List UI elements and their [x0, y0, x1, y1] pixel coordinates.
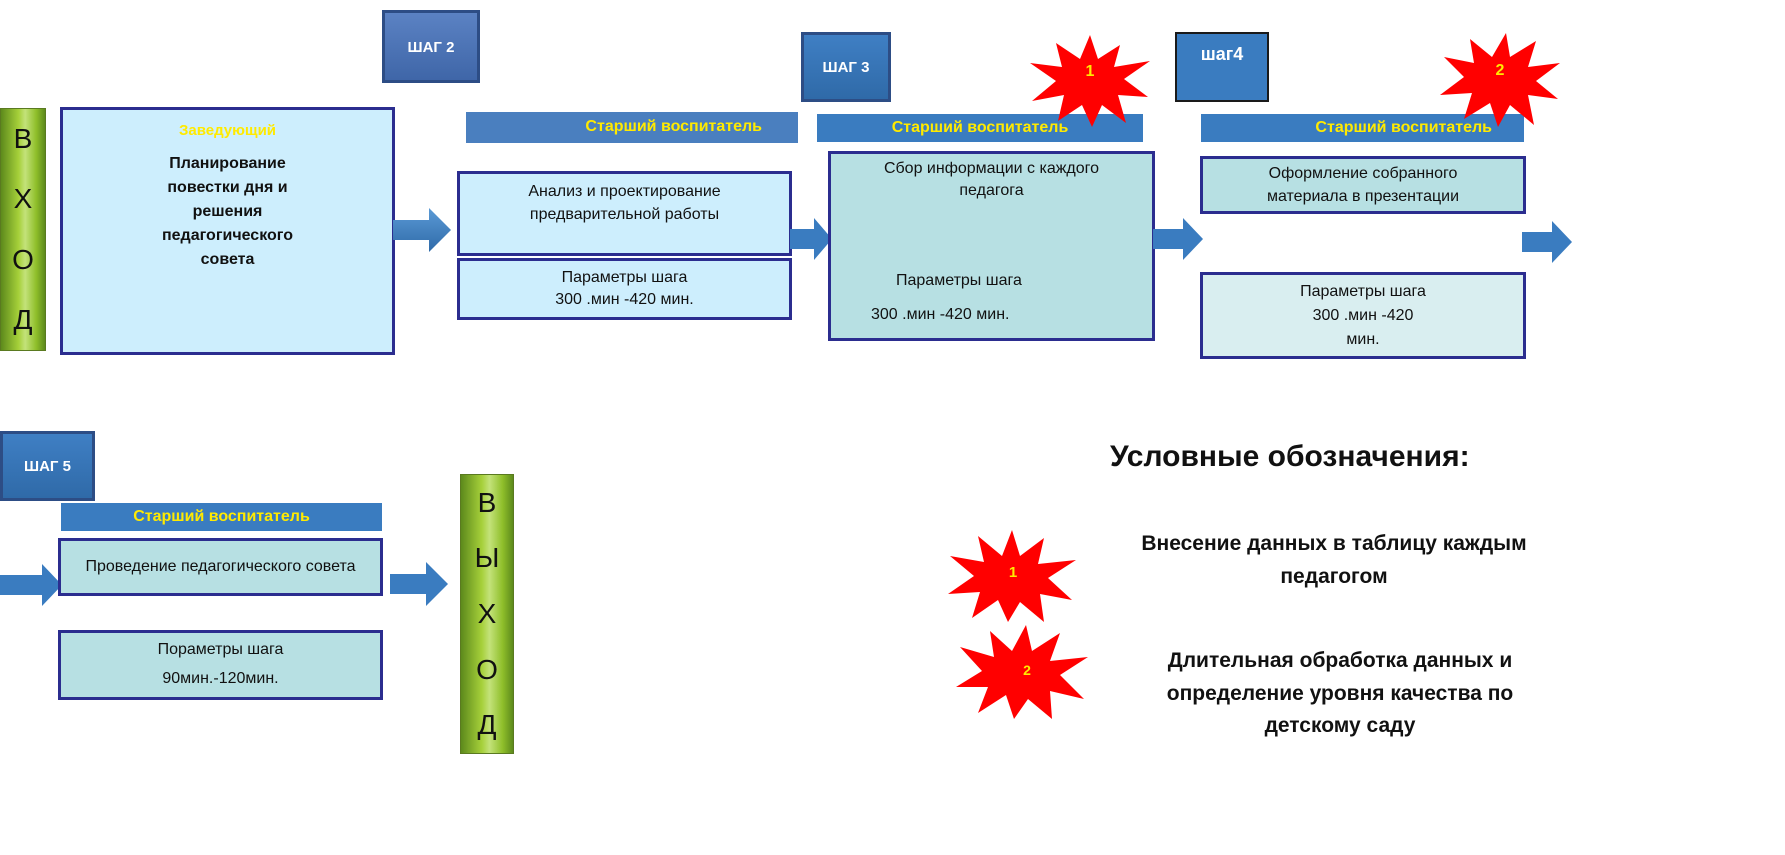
entry-letter: О — [12, 243, 34, 275]
step5-label: ШАГ 5 — [0, 431, 95, 501]
head-role-label: Заведующий — [178, 122, 277, 139]
marker-2-number: 2 — [1495, 62, 1505, 79]
step2-label: ШАГ 2 — [382, 10, 480, 83]
step3-task-text: Сбор информации с каждого педагога — [883, 160, 1100, 200]
step2-task-box: Анализ и проектирование предварительной … — [457, 171, 792, 256]
step4-role: Старший воспитатель — [1201, 114, 1524, 142]
marker-1-number: 1 — [1085, 63, 1095, 80]
step5-params-title: Пораметры шага — [157, 641, 284, 659]
flow-arrow — [790, 218, 832, 260]
exit-letter: Х — [477, 597, 497, 629]
step5-task-box: Проведение педагогического совета — [58, 538, 383, 596]
step2-role: Старший воспитатель — [466, 112, 798, 143]
step4-task-text: Оформление собранного материала в презен… — [1266, 164, 1460, 205]
step4-label: шаг4 — [1175, 32, 1269, 102]
legend-marker-1-number: 1 — [1008, 564, 1018, 581]
step3-label: ШАГ 3 — [801, 32, 891, 102]
head-planning-box: Заведующий Планирование повестки дня и р… — [60, 107, 395, 355]
step2-params-value: 300 .мин -420 мин. — [555, 291, 694, 308]
step2-params-box: Параметры шага 300 .мин -420 мин. — [457, 258, 792, 320]
step2-params-title: Параметры шага — [561, 268, 688, 286]
step5-task-text: Проведение педагогического совета — [85, 558, 356, 576]
step4-params-value: 300 .мин -420 — [1312, 306, 1414, 324]
exit-letter: Ы — [474, 542, 500, 574]
exit-bar: В Ы Х О Д — [460, 474, 514, 754]
entry-letter: Д — [13, 303, 33, 335]
entry-bar: В Х О Д — [0, 108, 46, 351]
step3-params-value: 300 .мин -420 мин. — [871, 306, 1010, 323]
step2-task-text: Анализ и проектирование предварительной … — [528, 183, 721, 224]
flow-arrow — [393, 208, 451, 252]
step3-task-box: Сбор информации с каждого педагога — [828, 151, 1155, 263]
step4-params-title: Параметры шага — [1300, 282, 1426, 300]
legend-item-1-text: Внесение данных в таблицу каждым педагог… — [1141, 532, 1527, 588]
legend-marker-1-burst — [948, 530, 1076, 622]
marker-2-burst — [1440, 33, 1560, 127]
exit-letter: Д — [477, 709, 497, 741]
legend-item-2-text: Длительная обработка данных и определени… — [1166, 649, 1514, 738]
step5-params-value: 90мин.-120мин. — [162, 670, 279, 687]
entry-letter: В — [13, 123, 33, 155]
step3-params-box: Параметры шага 300 .мин -420 мин. — [828, 258, 1155, 341]
flow-arrow — [1153, 218, 1203, 260]
step5-params-box: Пораметры шага 90мин.-120мин. — [58, 630, 383, 700]
step4-params-unit: мин. — [1346, 330, 1380, 348]
flow-arrow — [1522, 221, 1572, 263]
step3-params-title: Параметры шага — [896, 272, 1022, 290]
legend-marker-2-burst — [956, 625, 1088, 719]
marker-1-burst — [1030, 35, 1150, 127]
flow-arrow — [0, 564, 62, 606]
legend-title: Условные обозначения: — [1110, 440, 1470, 473]
exit-letter: О — [476, 653, 498, 685]
entry-letter: Х — [13, 183, 33, 215]
step4-task-box: Оформление собранного материала в презен… — [1200, 156, 1526, 214]
legend-marker-2-number: 2 — [1023, 662, 1031, 678]
planning-text: Планирование повестки дня и решения педа… — [161, 154, 293, 268]
flow-arrow — [390, 562, 448, 606]
exit-letter: В — [477, 486, 497, 518]
step4-params-box: Параметры шага 300 .мин -420 мин. — [1200, 272, 1526, 359]
step5-role: Старший воспитатель — [61, 503, 382, 531]
